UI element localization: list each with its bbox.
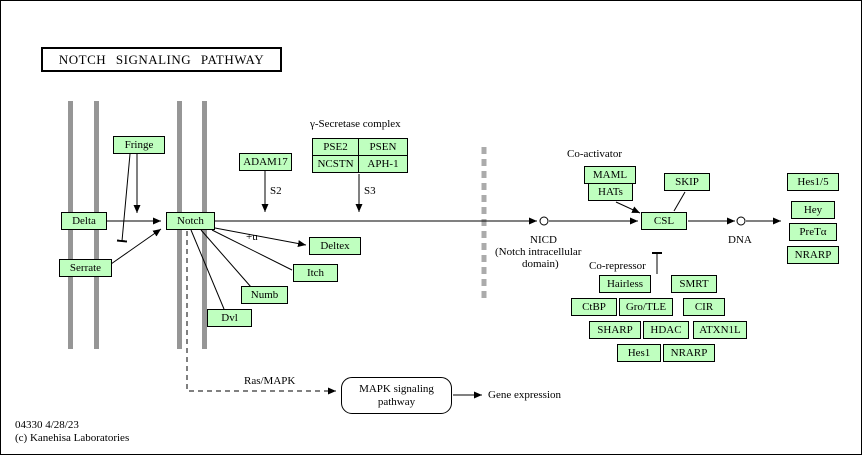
mapk-box-line2: pathway (377, 396, 416, 408)
node-preta[interactable]: PreTα (789, 223, 837, 241)
corepressor-label: Co-repressor (589, 260, 646, 272)
coactivator-label: Co-activator (567, 148, 622, 160)
map-id-label: 04330 4/28/23 (15, 419, 79, 431)
node-hats[interactable]: HATs (588, 183, 633, 201)
nicd-site-circle (539, 216, 549, 226)
arrow-serrate-to-notch (110, 228, 162, 265)
node-deltex[interactable]: Deltex (309, 237, 361, 255)
node-dvl[interactable]: Dvl (207, 309, 252, 327)
ubiquitination-label: +u (246, 231, 258, 243)
node-gro-tle[interactable]: Gro/TLE (619, 298, 673, 316)
node-sharp[interactable]: SHARP (589, 321, 641, 339)
node-nrarp-right[interactable]: NRARP (787, 246, 839, 264)
dna-site-circle (736, 216, 746, 226)
s2-cleavage-label: S2 (270, 185, 282, 197)
node-psen[interactable]: PSEN (358, 138, 408, 156)
line-notch-to-numb (200, 229, 252, 288)
nicd-label: NICD (530, 234, 557, 246)
node-hairless[interactable]: Hairless (599, 275, 651, 293)
node-mapk-signaling-pathway[interactable]: MAPK signaling pathway (341, 377, 452, 414)
node-nrarp-bottom[interactable]: NRARP (663, 344, 715, 362)
pathway-title: NOTCH SIGNALING PATHWAY (58, 52, 265, 67)
node-aph1[interactable]: APH-1 (358, 155, 408, 173)
node-adam17[interactable]: ADAM17 (239, 153, 292, 171)
node-serrate[interactable]: Serrate (59, 259, 112, 277)
gamma-secretase-complex-label: γ-Secretase complex (310, 118, 401, 130)
node-notch[interactable]: Notch (166, 212, 215, 230)
node-pse2[interactable]: PSE2 (312, 138, 359, 156)
nicd-sublabel-line2: domain) (522, 258, 559, 270)
node-smrt[interactable]: SMRT (671, 275, 717, 293)
nicd-sublabel-line1: (Notch intracellular (495, 246, 582, 258)
node-ctbp[interactable]: CtBP (571, 298, 617, 316)
pathway-title-box: NOTCH SIGNALING PATHWAY (41, 47, 282, 72)
node-skip[interactable]: SKIP (664, 173, 710, 191)
node-numb[interactable]: Numb (241, 286, 288, 304)
node-delta[interactable]: Delta (61, 212, 107, 230)
node-hey[interactable]: Hey (791, 201, 835, 219)
node-fringe[interactable]: Fringe (113, 136, 165, 154)
line-notch-to-itch (211, 229, 293, 271)
node-itch[interactable]: Itch (293, 264, 338, 282)
copyright-label: (c) Kanehisa Laboratories (15, 432, 130, 444)
s3-cleavage-label: S3 (364, 185, 376, 197)
node-hdac[interactable]: HDAC (643, 321, 689, 339)
inhibit-fringe-to-serrate-edge (116, 153, 131, 243)
node-atxn1l[interactable]: ATXN1L (693, 321, 747, 339)
dna-label: DNA (728, 234, 752, 246)
line-notch-to-dvl (190, 229, 225, 310)
gene-expression-label: Gene expression (488, 389, 562, 401)
node-cir[interactable]: CIR (683, 298, 725, 316)
mapk-box-line1: MAPK signaling (359, 383, 434, 395)
arrow-notch-to-deltex (214, 227, 307, 247)
node-maml[interactable]: MAML (584, 166, 636, 184)
arrow-coactivator-to-csl (615, 201, 641, 214)
line-skip-to-csl (673, 191, 686, 212)
node-hes1[interactable]: Hes1 (617, 344, 661, 362)
node-csl[interactable]: CSL (641, 212, 687, 230)
node-hes1-5[interactable]: Hes1/5 (787, 173, 839, 191)
node-ncstn[interactable]: NCSTN (312, 155, 359, 173)
ras-mapk-label: Ras/MAPK (244, 375, 296, 387)
